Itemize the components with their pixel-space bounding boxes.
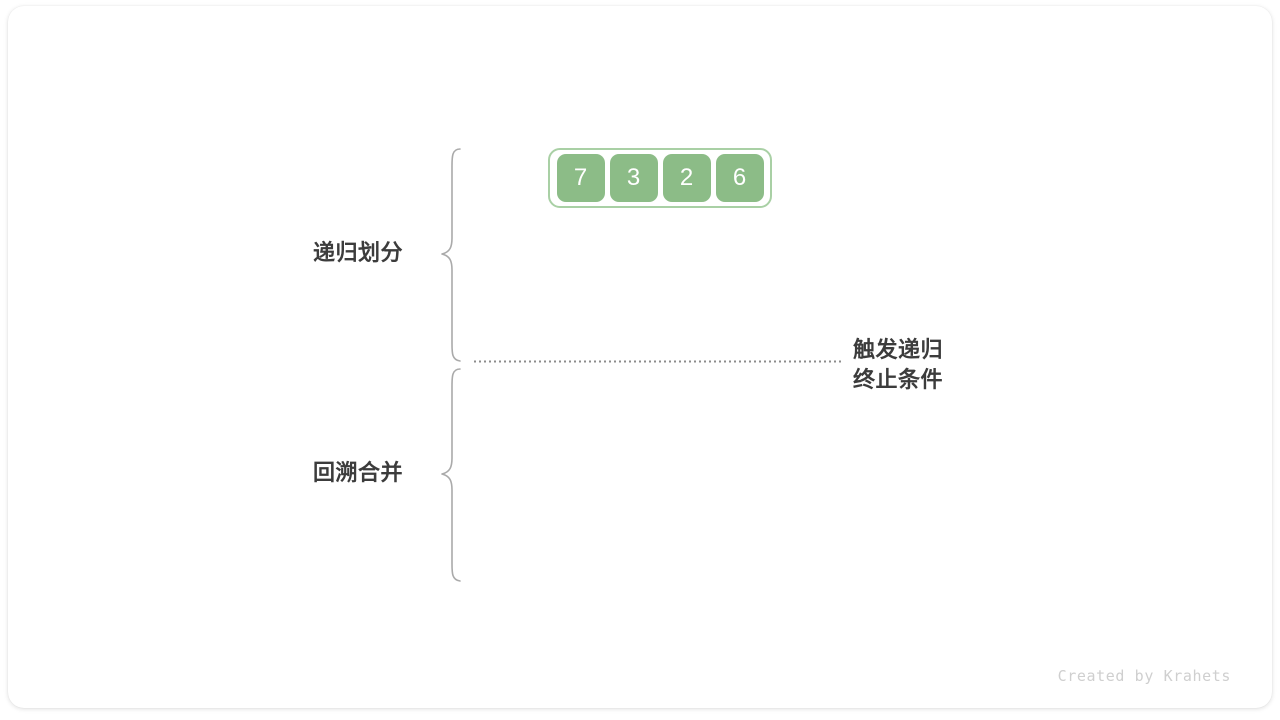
array-cell[interactable]: 7 (556, 154, 605, 202)
array-visualization: 7 3 2 6 (548, 148, 772, 208)
termination-label-line1: 触发递归 (853, 338, 944, 363)
termination-label-line2: 终止条件 (853, 368, 944, 393)
label-backtrack-merge: 回溯合并 (313, 461, 404, 486)
divide-brace (441, 148, 461, 362)
merge-brace (441, 368, 461, 582)
array-cell[interactable]: 3 (609, 154, 658, 202)
label-termination-condition: 触发递归 终止条件 (853, 336, 943, 396)
diagram-canvas (441, 148, 844, 582)
figure-card: 7 3 2 6 递归划分 回溯合并 触发递归 终止条件 Created by K… (8, 6, 1272, 708)
array-cell[interactable]: 2 (662, 154, 711, 202)
credit-text: Created by Krahets (1057, 667, 1231, 685)
array-cell[interactable]: 6 (715, 154, 764, 202)
array-container: 7 3 2 6 (548, 148, 772, 208)
label-recursive-divide: 递归划分 (313, 241, 404, 266)
